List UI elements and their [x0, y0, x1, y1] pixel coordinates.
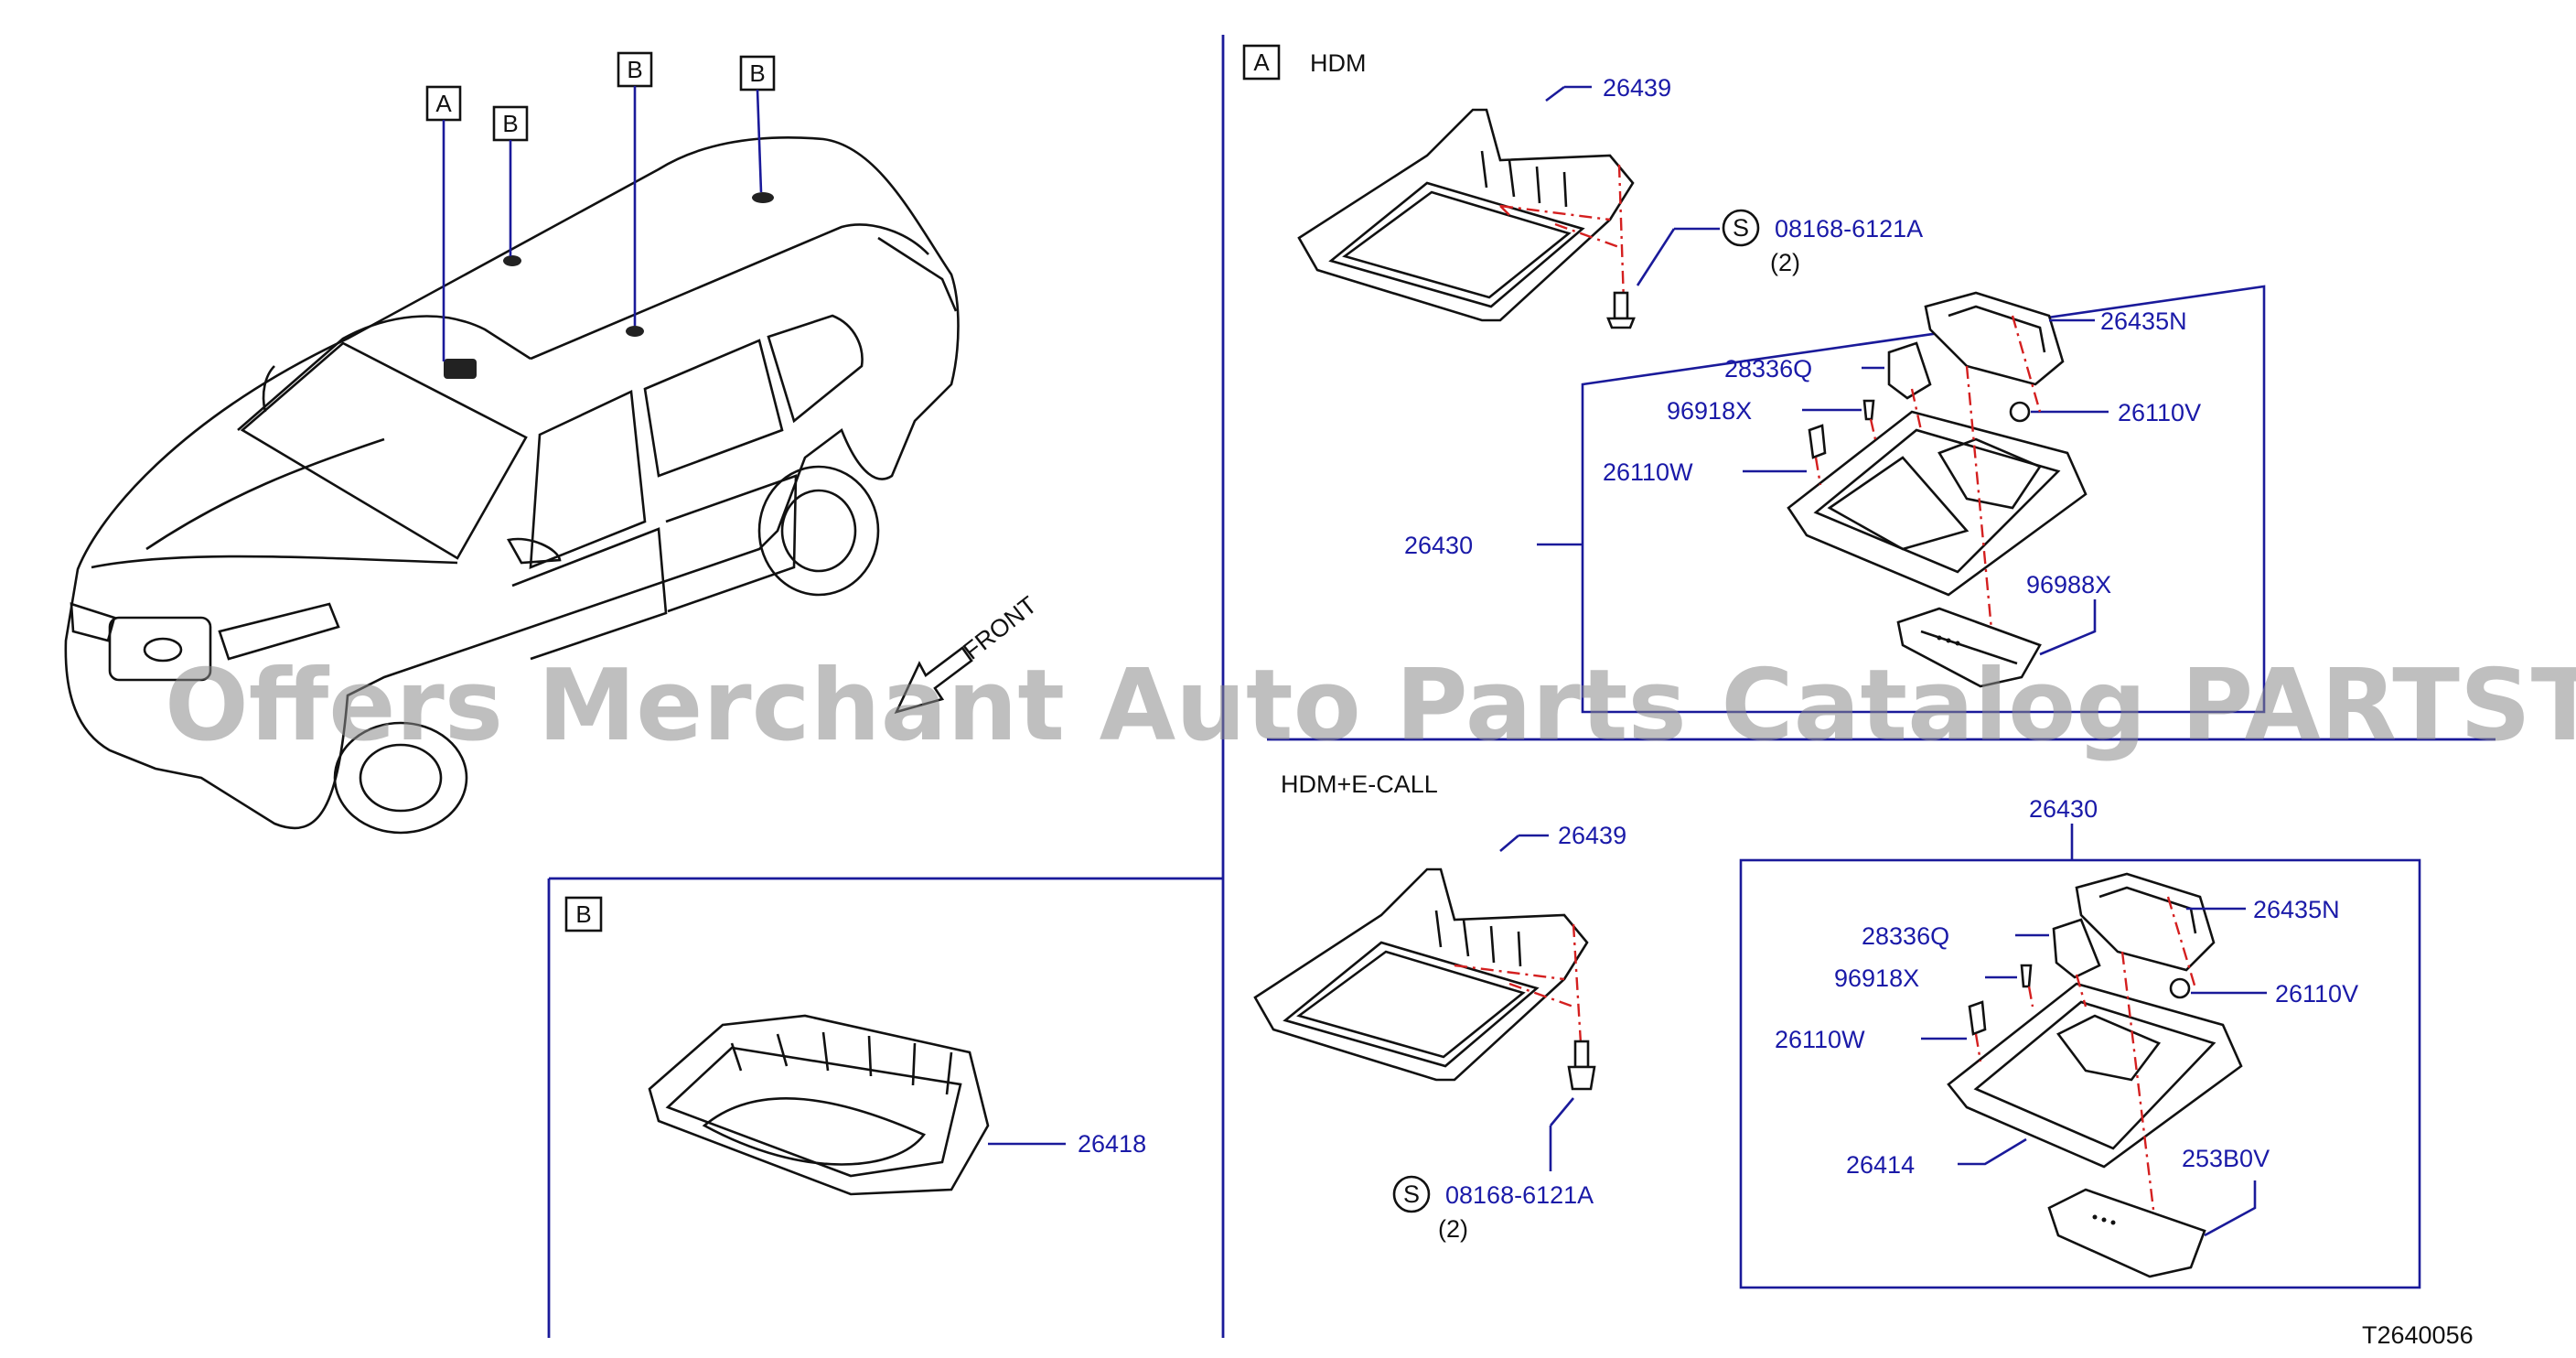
part-26414-label-c: 26414 [1846, 1151, 1915, 1179]
part-28336q-label-a: 28336Q [1724, 355, 1812, 383]
part-26435n-label-c: 26435N [2253, 896, 2340, 923]
part-26418-label: 26418 [1078, 1130, 1146, 1158]
callout-a-label: A [435, 90, 452, 117]
part-26110v-label-c: 26110V [2275, 980, 2358, 1008]
part-26110v-label-a: 26110V [2118, 399, 2201, 426]
part-26110w-label-a: 26110W [1603, 458, 1693, 486]
part-26110w-label-c: 26110W [1775, 1026, 1865, 1053]
screw-symbol-a: S [1733, 214, 1749, 242]
part-96918x-label-c: 96918X [1834, 965, 1919, 992]
watermark: Offers Merchant Auto Parts Catalog PARTS… [165, 649, 2576, 763]
part-96988x-label-a: 96988X [2026, 571, 2111, 598]
screw-qty-a: (2) [1770, 249, 1800, 276]
part-26435n-label-a: 26435N [2100, 307, 2187, 335]
vehicle-callouts: A B B B [425, 51, 776, 361]
callout-b-label-1: B [502, 110, 518, 137]
section-b: B 26418 [564, 896, 1146, 1196]
section-a: A HDM S 08168-6121A (2) 26439 26430 2643… [1242, 44, 2266, 714]
section-b-box-label: B [575, 900, 591, 928]
part-253b0v-label-c: 253B0V [2182, 1145, 2270, 1172]
part-26430-label-c: 26430 [2029, 795, 2098, 823]
callout-b-label-3: B [749, 59, 765, 87]
part-96918x-label-a: 96918X [1667, 397, 1752, 425]
vehicle-illustration [64, 136, 960, 835]
screw-symbol-c: S [1403, 1180, 1420, 1208]
diagram-code: T2640056 [2362, 1321, 2474, 1349]
section-a-box-label: A [1253, 48, 1270, 76]
part-26430-label-a: 26430 [1404, 532, 1473, 559]
callout-b-label-2: B [627, 56, 642, 83]
screw-qty-c: (2) [1438, 1215, 1468, 1243]
part-26439-label-c: 26439 [1558, 822, 1626, 849]
section-separators [547, 35, 2496, 1338]
part-28336q-label-c: 28336Q [1862, 922, 1949, 950]
section-c-variant: HDM+E-CALL [1281, 771, 1438, 798]
section-c: HDM+E-CALL S 08168-6121A (2) 26439 26430… [1253, 771, 2421, 1289]
part-08168-6121a-label-a: 08168-6121A [1775, 215, 1923, 242]
part-08168-6121a-label-c: 08168-6121A [1445, 1181, 1594, 1209]
section-a-variant: HDM [1310, 49, 1367, 77]
part-26439-label-a: 26439 [1603, 74, 1671, 102]
